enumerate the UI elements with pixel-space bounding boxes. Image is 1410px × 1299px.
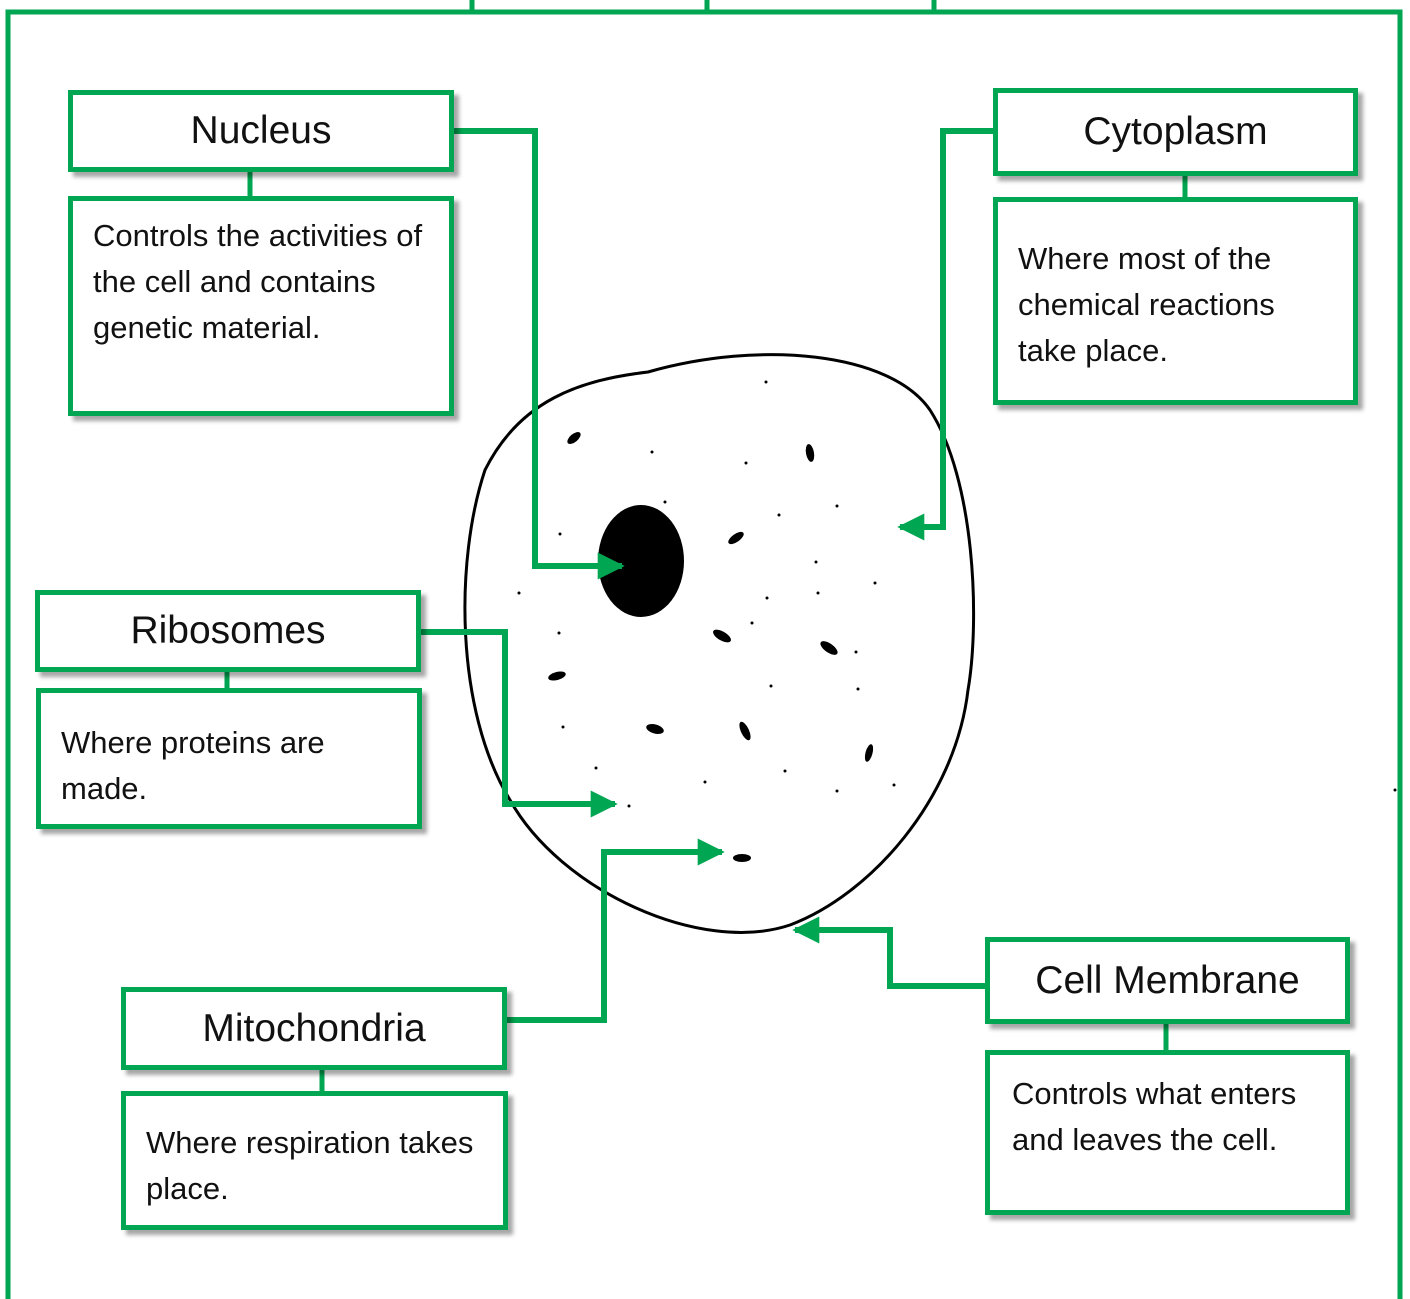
nucleus-title: Nucleus (191, 109, 332, 153)
speck (733, 854, 751, 862)
ribosomes-label: Ribosomes (35, 590, 421, 672)
nucleus-description-box: Controls the activities of the cell and … (68, 196, 454, 416)
cytoplasm-description-box: Where most of the chemical reactions tak… (993, 197, 1358, 405)
speck (559, 533, 562, 536)
speck (558, 632, 561, 635)
speck (704, 781, 707, 784)
mitochondria-title: Mitochondria (202, 1007, 425, 1051)
speck (893, 784, 896, 787)
cytoplasm-title: Cytoplasm (1083, 110, 1267, 154)
speck (664, 501, 667, 504)
speck (751, 622, 754, 625)
cell-membrane-outline (465, 355, 974, 933)
speck (1394, 789, 1397, 792)
mitochondria-description: Where respiration takes place. (146, 1125, 473, 1206)
ribosomes-description: Where proteins are made. (61, 725, 325, 806)
speck (817, 592, 820, 595)
speck (778, 514, 781, 517)
nucleus-label: Nucleus (68, 90, 454, 172)
cell-membrane-description: Controls what enters and leaves the cell… (1012, 1076, 1296, 1157)
speck (874, 582, 877, 585)
speck (836, 790, 839, 793)
speck (765, 381, 768, 384)
speck (595, 767, 598, 770)
mitochondria-label: Mitochondria (121, 987, 507, 1070)
speck (784, 770, 787, 773)
speck (745, 462, 748, 465)
speck (651, 451, 654, 454)
speck (857, 688, 860, 691)
ribosomes-title: Ribosomes (130, 609, 325, 653)
speck (628, 805, 631, 808)
cell-membrane-label: Cell Membrane (985, 937, 1350, 1024)
speck (815, 561, 818, 564)
speck (836, 505, 839, 508)
cell-membrane-arrow (795, 930, 985, 986)
nucleus-shape (598, 505, 684, 617)
cytoplasm-label: Cytoplasm (993, 88, 1358, 176)
speck (766, 597, 769, 600)
speck (770, 685, 773, 688)
mitochondria-description-box: Where respiration takes place. (121, 1091, 508, 1230)
cell-membrane-title: Cell Membrane (1035, 959, 1299, 1003)
speck (562, 726, 565, 729)
ribosomes-description-box: Where proteins are made. (36, 688, 422, 829)
cytoplasm-description: Where most of the chemical reactions tak… (1018, 241, 1275, 368)
nucleus-description: Controls the activities of the cell and … (93, 218, 422, 345)
cell-membrane-description-box: Controls what enters and leaves the cell… (985, 1050, 1350, 1215)
speck (855, 651, 858, 654)
speck (518, 592, 521, 595)
